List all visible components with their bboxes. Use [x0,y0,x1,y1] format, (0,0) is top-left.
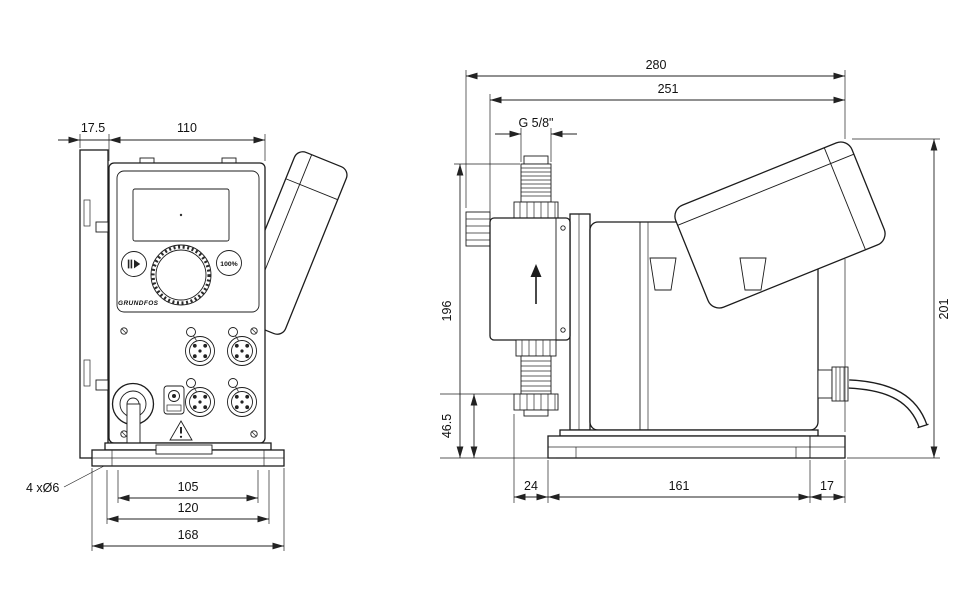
side-view: 280 251 G 5/8" 196 46.5 201 [440,58,951,503]
front-view: 100% GRUNDFOS [26,121,348,551]
brand-logo: GRUNDFOS [118,300,159,307]
connection-sockets [120,327,258,438]
knurl-lines [519,394,556,410]
socket-connector[interactable] [227,378,257,417]
dim-foot-mid: 161 [669,479,690,493]
thread-lines [521,360,551,392]
control-cube [674,141,886,309]
display-screen [132,188,230,242]
power-cable [848,379,929,429]
dosing-head [489,217,571,341]
start-stop-button[interactable] [121,251,147,277]
control-panel: 100% GRUNDFOS [116,170,260,313]
dim-suction-height: 46.5 [440,414,454,438]
dim-height-right: 201 [937,299,951,320]
mounting-base [91,442,285,467]
aux-connector [163,385,185,415]
flow-arrow-icon [530,264,542,304]
socket-connector[interactable] [185,327,215,366]
dim-height-total: 196 [440,301,454,322]
cable-gland-side [817,366,929,429]
wall-plate [79,149,109,459]
label-thread: G 5/8" [518,116,553,130]
dimensions-side: 280 251 G 5/8" 196 46.5 201 [440,58,951,503]
click-wheel-knob[interactable] [150,244,212,306]
thread-lines [521,167,551,197]
dim-housing-width: 110 [177,121,197,135]
dim-foot-right: 17 [820,479,834,493]
dim-holes-spacing: 105 [178,480,199,494]
dimensions-front: 17.5 110 105 120 168 4 xØ6 [26,121,285,551]
suction-valve [513,339,559,417]
cable-gland [111,382,155,447]
discharge-valve [513,155,559,219]
socket-connector[interactable] [227,327,257,366]
screw-icon [120,327,258,438]
socket-connector[interactable] [185,378,215,417]
max-capacity-label: 100% [220,261,237,268]
dim-body-depth: 251 [658,82,679,96]
knurl-lines [519,202,556,218]
max-capacity-button[interactable]: 100% [216,250,242,276]
dim-base-width: 168 [178,528,199,542]
base-plate-side [547,429,846,459]
dim-plate-offset: 17.5 [81,121,105,135]
mounting-claws [649,257,767,291]
dim-foot-left: 24 [524,479,538,493]
dim-overall-depth: 280 [646,58,667,72]
vent-valve [465,211,491,247]
knurl-lines [521,340,551,356]
start-stop-icon [127,259,141,269]
label-mounting-holes: 4 xØ6 [26,481,59,495]
dim-base-mid: 120 [178,501,199,515]
warning-triangle-icon [169,420,193,441]
